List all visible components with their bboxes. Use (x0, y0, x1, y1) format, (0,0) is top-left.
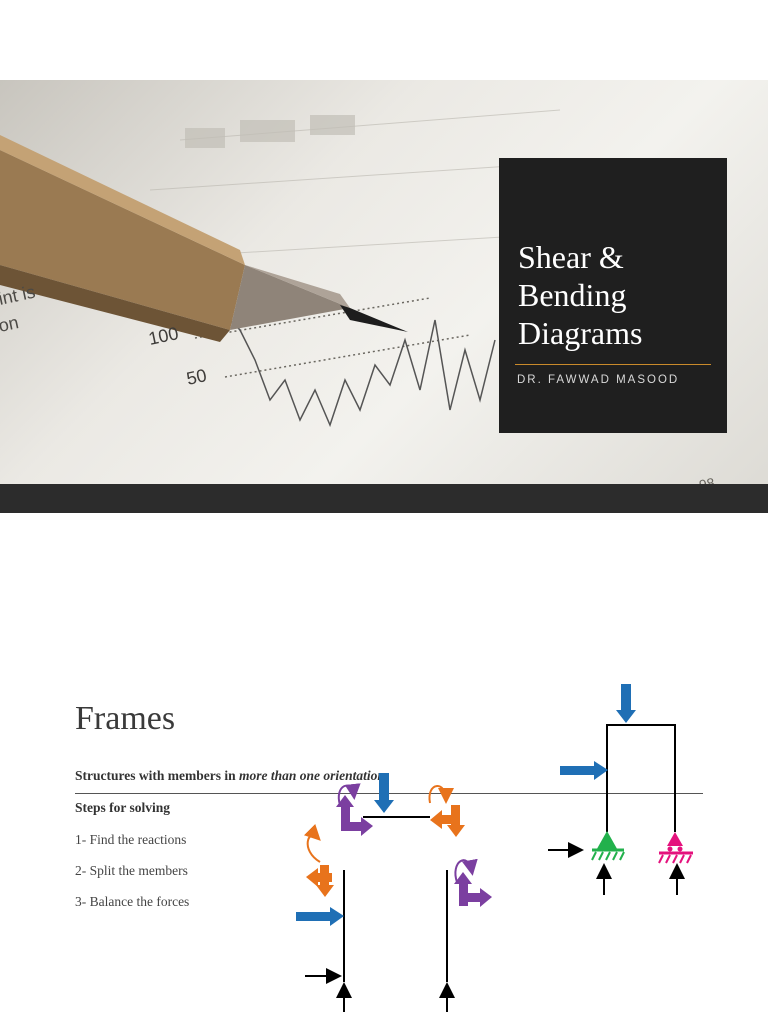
step-item: 1- Find the reactions (75, 832, 187, 847)
frame-free-body-diagram (296, 684, 693, 1012)
subheading-text: Structures with members in (75, 768, 239, 783)
subheading: Structures with members in more than one… (75, 768, 385, 784)
slide-heading: Frames (75, 700, 176, 737)
left-column-joint-forces (303, 823, 334, 897)
right-column-joint-forces (454, 858, 492, 907)
frame-top-load-arrow (616, 684, 636, 723)
subheading-emphasis: more than one orientation (238, 768, 385, 783)
title-panel: Shear & Bending Diagrams DR. FAWWAD MASO… (499, 158, 727, 433)
pin-support (591, 830, 625, 861)
step-item: 3- Balance the forces (75, 894, 190, 909)
column-load-arrow (296, 907, 344, 926)
beam-load-arrow (374, 773, 394, 813)
roller-support (658, 832, 693, 864)
beam-right-joint-forces (428, 785, 465, 837)
whole-frame (606, 724, 676, 832)
beam-left-joint-forces (336, 783, 373, 836)
steps-heading: Steps for solving (75, 800, 171, 815)
frames-slide: Frames Structures with members in more t… (0, 610, 768, 1024)
photo-text-100: 100 (147, 323, 181, 349)
title-slide: int is on 100 50 98 93 Shear & Bending D… (0, 80, 768, 513)
photo-text-50: 50 (185, 365, 209, 389)
photo-text-on: on (0, 312, 20, 336)
pencil-chart-photo: int is on 100 50 98 93 (0, 109, 716, 501)
title-divider (515, 364, 711, 365)
slide-title: Shear & Bending Diagrams (518, 239, 643, 351)
author-name: DR. FAWWAD MASOOD (517, 374, 680, 386)
step-item: 2- Split the members (75, 863, 188, 878)
photo-bottom-band (0, 484, 768, 513)
frame-side-load-arrow (560, 761, 608, 780)
